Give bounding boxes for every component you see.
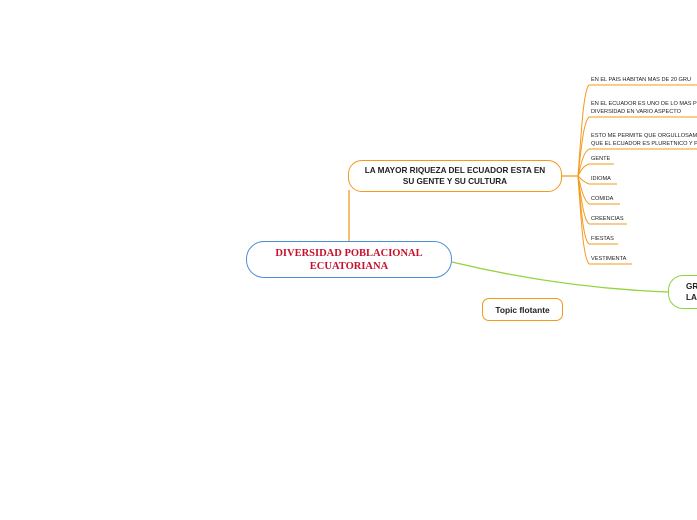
subtopic-3[interactable]: GENTE bbox=[591, 155, 610, 163]
fan-branch-4 bbox=[577, 175, 590, 185]
floating-topic[interactable]: Topic flotante bbox=[482, 298, 563, 321]
link-central-gr bbox=[451, 261, 669, 293]
main-topic-line1: LA MAYOR RIQUEZA DEL ECUADOR ESTA EN bbox=[364, 166, 546, 175]
subtopic-1-line2: DIVERSIDAD EN VARIO ASPECTO bbox=[591, 109, 681, 115]
central-topic-line1: DIVERSIDAD POBLACIONAL bbox=[275, 247, 423, 259]
right-topic[interactable]: GR LA bbox=[668, 275, 697, 309]
subtopic-2[interactable]: ESTO ME PERMITE QUE ORGULLOSAM QUE EL EC… bbox=[591, 132, 697, 148]
main-topic[interactable]: LA MAYOR RIQUEZA DEL ECUADOR ESTA EN SU … bbox=[348, 160, 562, 192]
fan-branch-2 bbox=[577, 148, 590, 177]
subtopic-7-label: FIESTAS bbox=[591, 236, 614, 242]
subtopic-5-label: COMIDA bbox=[591, 196, 614, 202]
fan-branch-1 bbox=[577, 116, 590, 177]
subtopic-3-label: GENTE bbox=[591, 156, 611, 162]
subtopic-7[interactable]: FIESTAS bbox=[591, 235, 614, 243]
subtopic-8-label: VESTIMENTA bbox=[591, 256, 627, 262]
subtopic-5[interactable]: COMIDA bbox=[591, 195, 613, 203]
subtopic-0[interactable]: EN EL PAIS HABITAN MAS DE 20 GRU bbox=[591, 76, 691, 84]
subtopic-4-label: IDIOMA bbox=[591, 176, 611, 182]
subtopic-1-line1: EN EL ECUADOR ES UNO DE LO MAS P bbox=[591, 101, 697, 107]
central-topic-line2: ECUATORIANA bbox=[309, 260, 389, 272]
fan-branch-0 bbox=[577, 84, 590, 177]
central-topic[interactable]: DIVERSIDAD POBLACIONAL ECUATORIANA bbox=[246, 241, 452, 278]
subtopic-4[interactable]: IDIOMA bbox=[591, 175, 611, 183]
subtopic-8[interactable]: VESTIMENTA bbox=[591, 255, 626, 263]
subtopic-1[interactable]: EN EL ECUADOR ES UNO DE LO MAS P DIVERSI… bbox=[591, 100, 697, 116]
main-topic-line2: SU GENTE Y SU CULTURA bbox=[402, 177, 508, 186]
fan-branch-3 bbox=[577, 163, 590, 177]
floating-topic-label: Topic flotante bbox=[495, 304, 550, 315]
right-topic-line1: GR bbox=[686, 282, 697, 291]
subtopic-2-line2: QUE EL ECUADOR ES PLURETNICO Y P bbox=[591, 141, 697, 147]
right-topic-line2: LA bbox=[686, 293, 697, 302]
subtopic-6[interactable]: CREENCIAS bbox=[591, 215, 624, 223]
subtopic-2-line1: ESTO ME PERMITE QUE ORGULLOSAM bbox=[591, 133, 697, 139]
subtopic-0-line1: EN EL PAIS HABITAN MAS DE 20 GRU bbox=[591, 77, 691, 83]
fan-branch-8 bbox=[577, 175, 590, 265]
subtopic-6-label: CREENCIAS bbox=[591, 216, 624, 222]
